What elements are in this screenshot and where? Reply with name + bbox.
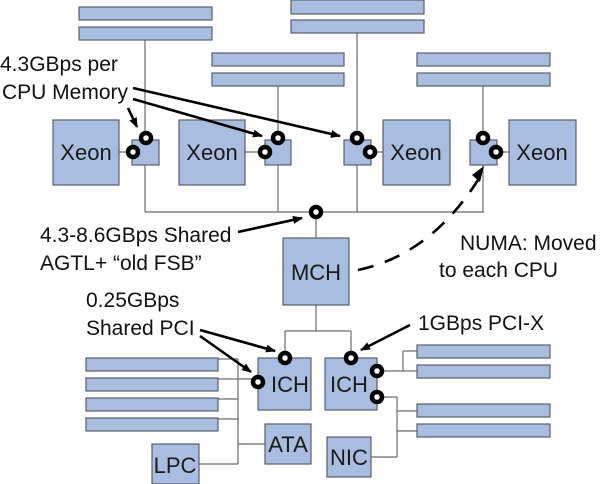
numa-dashed-arrow <box>357 179 480 272</box>
fsb-note-line2: AGTL+ “old FSB” <box>40 252 202 275</box>
pci-note-line1: 0.25GBps <box>86 289 179 312</box>
pcix-note: 1GBps PCI-X <box>418 312 544 335</box>
ring-icon <box>308 204 324 220</box>
mch-block: MCH <box>282 237 350 306</box>
cpu-label: Xeon <box>186 140 237 165</box>
ring-icon <box>349 130 365 146</box>
nic-label: NIC <box>330 445 368 470</box>
fsb-note-line1: 4.3-8.6GBps Shared <box>40 224 231 247</box>
ich-left-label: ICH <box>271 372 309 397</box>
cpu-4: Xeon <box>508 119 577 186</box>
ring-icon <box>125 144 141 160</box>
cpu-label: Xeon <box>516 140 567 165</box>
ring-icon <box>250 374 266 390</box>
pcix-slot <box>416 403 551 418</box>
memory-bar <box>211 72 345 87</box>
memory-group-1 <box>78 6 213 41</box>
memory-group-3 <box>290 0 425 34</box>
pci-note-line2: Shared PCI <box>86 317 195 340</box>
lpc-block: LPC <box>151 443 200 484</box>
ring-icon <box>257 144 273 160</box>
cpu-memory-note-line2: CPU Memory <box>2 81 129 104</box>
pci-slot <box>85 417 219 432</box>
ring-icon <box>343 350 359 366</box>
pci-slot <box>85 397 219 412</box>
ring-icon <box>369 389 385 405</box>
ring-icon <box>138 130 154 146</box>
pcix-slot <box>416 344 551 359</box>
ring-icon <box>270 130 286 146</box>
memory-bar <box>290 19 425 34</box>
numa-note-line2: to each CPU <box>439 259 558 282</box>
cpu-label: Xeon <box>60 140 111 165</box>
memory-bar <box>416 72 551 87</box>
memory-bar <box>78 26 213 41</box>
cpu-2: Xeon <box>178 119 246 186</box>
memory-bar <box>416 52 551 67</box>
mch-label: MCH <box>291 260 341 285</box>
ata-label: ATA <box>268 432 308 457</box>
connection-rings <box>125 130 504 405</box>
cpu-label: Xeon <box>390 140 441 165</box>
memory-bar <box>290 0 425 15</box>
annotation-arrows <box>126 86 484 374</box>
ring-icon <box>277 350 293 366</box>
nic-block: NIC <box>326 436 372 478</box>
memory-group-4 <box>416 52 551 87</box>
pcix-slot <box>416 364 551 379</box>
ich-right-label: ICH <box>330 372 368 397</box>
memory-bar <box>78 6 213 21</box>
pci-slots-left <box>85 357 219 432</box>
ich-left-block: ICH <box>257 357 312 411</box>
pci-slot <box>85 377 219 392</box>
cpu-memory-note-line1: 4.3GBps per <box>0 53 118 76</box>
ring-icon <box>475 130 491 146</box>
memory-group-2 <box>211 52 345 87</box>
memory-bar <box>211 52 345 67</box>
cpu-3: Xeon <box>382 119 451 186</box>
pcix-slots-right <box>416 344 551 438</box>
lpc-label: LPC <box>154 453 197 478</box>
ich-right-block: ICH <box>324 357 378 411</box>
pcix-slot <box>416 423 551 438</box>
ata-block: ATA <box>264 423 312 465</box>
pci-slot <box>85 357 219 372</box>
ring-icon <box>488 144 504 160</box>
numa-note-line1: NUMA: Moved <box>460 232 597 255</box>
ring-icon <box>362 144 378 160</box>
cpu-1: Xeon <box>52 119 120 186</box>
ring-icon <box>369 363 385 379</box>
